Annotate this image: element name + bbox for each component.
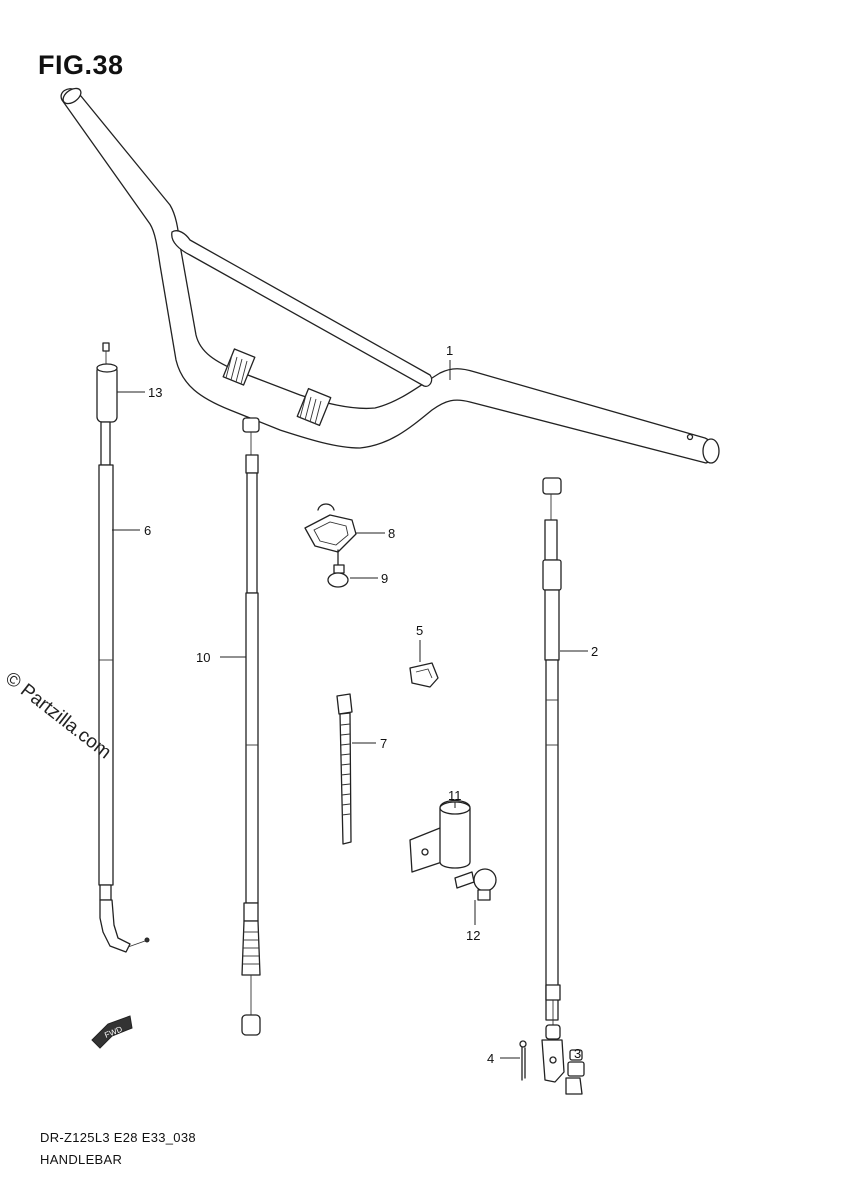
callout-6: 6 <box>144 523 151 538</box>
callout-13: 13 <box>148 385 162 400</box>
clip-8[interactable] <box>304 503 357 567</box>
cable-tie-7[interactable] <box>336 693 353 845</box>
callout-1: 1 <box>446 343 453 358</box>
callout-4: 4 <box>487 1051 494 1066</box>
callout-11: 11 <box>448 788 462 803</box>
bolt-12[interactable] <box>454 868 497 901</box>
handlebar[interactable] <box>60 85 720 464</box>
nut-9[interactable] <box>327 564 349 588</box>
callout-3: 3 <box>574 1046 581 1061</box>
callout-5: 5 <box>416 623 423 638</box>
callout-8: 8 <box>388 526 395 541</box>
cable-2[interactable] <box>541 477 565 1083</box>
cable-10[interactable] <box>241 417 261 1036</box>
figure-title: FIG.38 <box>38 50 124 80</box>
clamp-5[interactable] <box>409 662 439 688</box>
leader-lines <box>112 360 588 1061</box>
cotter-pin-4[interactable] <box>519 1040 527 1081</box>
throttle-cable[interactable] <box>96 342 150 953</box>
callout-9: 9 <box>381 571 388 586</box>
callout-12: 12 <box>466 928 480 943</box>
forward-arrow-icon: FWD <box>91 1015 133 1049</box>
knurl-band-left <box>222 348 256 386</box>
callout-10: 10 <box>196 650 210 665</box>
callout-labels: 1 2 3 4 5 6 7 8 9 10 11 12 13 <box>144 343 598 1066</box>
callout-7: 7 <box>380 736 387 751</box>
model-code: DR-Z125L3 E28 E33_038 <box>40 1130 196 1145</box>
section-name: HANDLEBAR <box>40 1152 123 1167</box>
knurl-band-right <box>296 387 332 427</box>
callout-2: 2 <box>591 644 598 659</box>
bracket-11[interactable] <box>409 799 471 873</box>
